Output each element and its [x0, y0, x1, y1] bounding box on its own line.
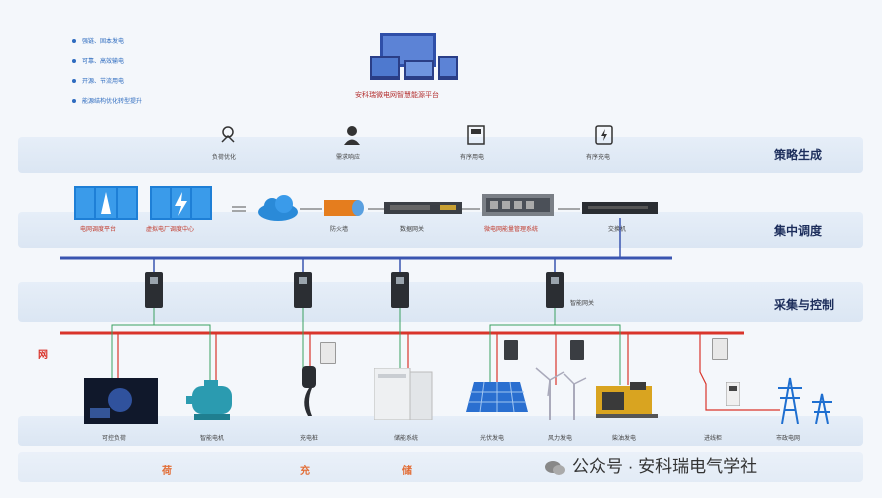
device-label: 进线柜	[704, 436, 723, 442]
device-label: 市政电网	[776, 436, 801, 442]
platform-screens-icon	[370, 30, 470, 90]
meter-icon	[570, 340, 584, 360]
gateway-cabinet	[145, 272, 163, 308]
tier-label-strategy: 策略生成	[774, 148, 823, 162]
router-icon	[384, 200, 462, 221]
device-label: 充电桩	[300, 436, 319, 442]
meter-icon	[504, 340, 518, 360]
category-storage: 储	[402, 466, 412, 477]
legend-item: 开源、节流用电	[72, 76, 142, 85]
grid-platform-icon	[74, 186, 138, 225]
platform-title: 安科瑞微电网智慧能源平台	[355, 92, 439, 99]
grid-letter: 网	[38, 350, 48, 361]
cloud-icon	[256, 194, 300, 227]
controllable-load-icon	[84, 378, 158, 429]
wind-turbine-icon	[530, 366, 590, 425]
device-label: 可控负荷	[102, 436, 127, 442]
gateway-cabinet	[391, 272, 409, 308]
category-charge: 充	[300, 466, 310, 477]
strategy-tier-band	[18, 137, 863, 173]
gateway-cabinet	[294, 272, 312, 308]
dispatch-label: 虚拟电厂调度中心	[146, 227, 195, 233]
legend-item: 可靠、高效输电	[72, 56, 142, 65]
strategy-label: 有序充电	[586, 155, 611, 161]
meter-icon	[320, 342, 336, 364]
category-load: 荷	[162, 466, 172, 477]
tier-label-collection: 采集与控制	[774, 298, 835, 312]
orderly-charging-icon	[594, 124, 614, 151]
strategy-label: 需求响应	[336, 155, 361, 161]
dispatch-label: 交换机	[608, 227, 627, 233]
motor-icon	[184, 378, 244, 427]
orderly-power-icon	[466, 124, 486, 151]
diesel-generator-icon	[596, 380, 660, 425]
device-label: 光伏发电	[480, 436, 505, 442]
goals-legend: 强链、固本发电 可靠、高效输电 开源、节流用电 能源结构优化转型提升	[72, 36, 142, 116]
firewall-icon	[324, 198, 364, 223]
strategy-label: 负荷优化	[212, 155, 237, 161]
dispatch-label: 微电网能量管理系统	[484, 227, 539, 233]
device-tier-band	[18, 416, 863, 446]
dispatch-label: 数据网关	[400, 227, 425, 233]
gateway-label: 智能网关	[570, 301, 595, 307]
solar-panel-icon	[466, 380, 528, 421]
storage-system-icon	[373, 367, 434, 425]
device-label: 柴油发电	[612, 436, 637, 442]
gateway-cabinet	[546, 272, 564, 308]
watermark: 公众号 · 安科瑞电气学社	[544, 452, 757, 477]
dispatch-label: 防火墙	[330, 227, 349, 233]
wechat-icon	[544, 459, 566, 477]
switch-icon	[582, 200, 658, 221]
device-label: 智能电机	[200, 436, 225, 442]
dispatch-label: 电网调度平台	[80, 227, 117, 233]
load-optimization-icon	[218, 124, 238, 149]
demand-response-icon	[342, 124, 362, 151]
tier-label-dispatch: 集中调度	[774, 224, 823, 238]
meter-icon	[712, 338, 728, 360]
incoming-cabinet-icon	[725, 381, 741, 411]
strategy-label: 有序用电	[460, 155, 485, 161]
legend-item: 强链、固本发电	[72, 36, 142, 45]
charging-pile-icon	[298, 366, 322, 427]
vpp-platform-icon	[150, 186, 212, 225]
legend-item: 能源结构优化转型提升	[72, 96, 142, 105]
ems-server-icon	[482, 194, 554, 221]
device-label: 储能系统	[394, 436, 419, 442]
transmission-tower-icon	[768, 372, 838, 429]
device-label: 风力发电	[548, 436, 573, 442]
bottom-category-band	[18, 452, 863, 482]
